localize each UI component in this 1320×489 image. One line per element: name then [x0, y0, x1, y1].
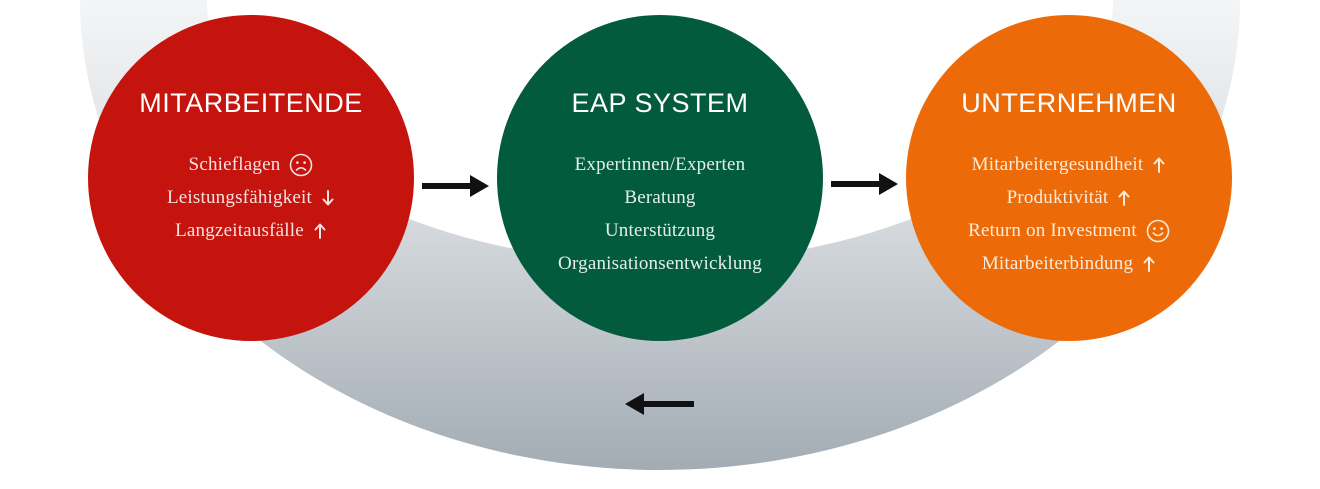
company-item: Produktivität: [1007, 181, 1132, 214]
arrow-right-icon: [831, 173, 898, 195]
eap-system-item: Unterstützung: [604, 220, 716, 241]
employees-item-label: Langzeitausfälle: [175, 220, 304, 241]
company-item: Mitarbeiterbindung: [982, 247, 1156, 280]
company-circle: UNTERNEHMEN Mitarbeitergesundheit Produk…: [906, 15, 1232, 341]
employees-item-label: Schieflagen: [188, 154, 281, 175]
arrow-up-icon: [1152, 156, 1166, 174]
company-item-label: Mitarbeitergesundheit: [971, 154, 1144, 175]
eap-system-circle: EAP SYSTEM Expertinnen/Experten Beratung…: [497, 15, 823, 341]
arrow-left-icon: [625, 393, 694, 415]
company-item-label: Return on Investment: [968, 220, 1137, 241]
employees-item: Langzeitausfälle: [175, 214, 327, 247]
eap-system-item: Organisationsentwicklung: [558, 253, 762, 274]
eap-system-list: Expertinnen/Experten Beratung Unterstütz…: [558, 148, 762, 280]
employees-list: Schieflagen Leistungsfähigkeit Langzeita…: [167, 148, 335, 247]
company-item-label: Mitarbeiterbindung: [981, 253, 1134, 274]
eap-system-item: Expertinnen/Experten: [574, 154, 746, 175]
company-item: Mitarbeitergesundheit: [972, 148, 1167, 181]
arrow-up-icon: [1117, 189, 1131, 207]
arrow-up-icon: [1142, 255, 1156, 273]
company-item-label: Produktivität: [1006, 187, 1109, 208]
arrow-down-icon: [321, 189, 335, 207]
smiley-face-icon: [1146, 219, 1170, 243]
employees-item: Schieflagen: [189, 148, 314, 181]
employees-title: MITARBEITENDE: [139, 88, 363, 118]
company-list: Mitarbeitergesundheit Produktivität Retu…: [968, 148, 1170, 280]
employees-item-label: Leistungsfähigkeit: [166, 187, 312, 208]
arrow-right-icon: [422, 175, 489, 197]
employees-circle: MITARBEITENDE Schieflagen Leistungsfähig…: [88, 15, 414, 341]
company-item: Return on Investment: [968, 214, 1170, 247]
sad-face-icon: [289, 153, 313, 177]
eap-system-item: Beratung: [624, 187, 696, 208]
company-title: UNTERNEHMEN: [961, 88, 1177, 118]
arrow-up-icon: [313, 222, 327, 240]
employees-item: Leistungsfähigkeit: [167, 181, 335, 214]
eap-system-title: EAP SYSTEM: [571, 88, 749, 118]
